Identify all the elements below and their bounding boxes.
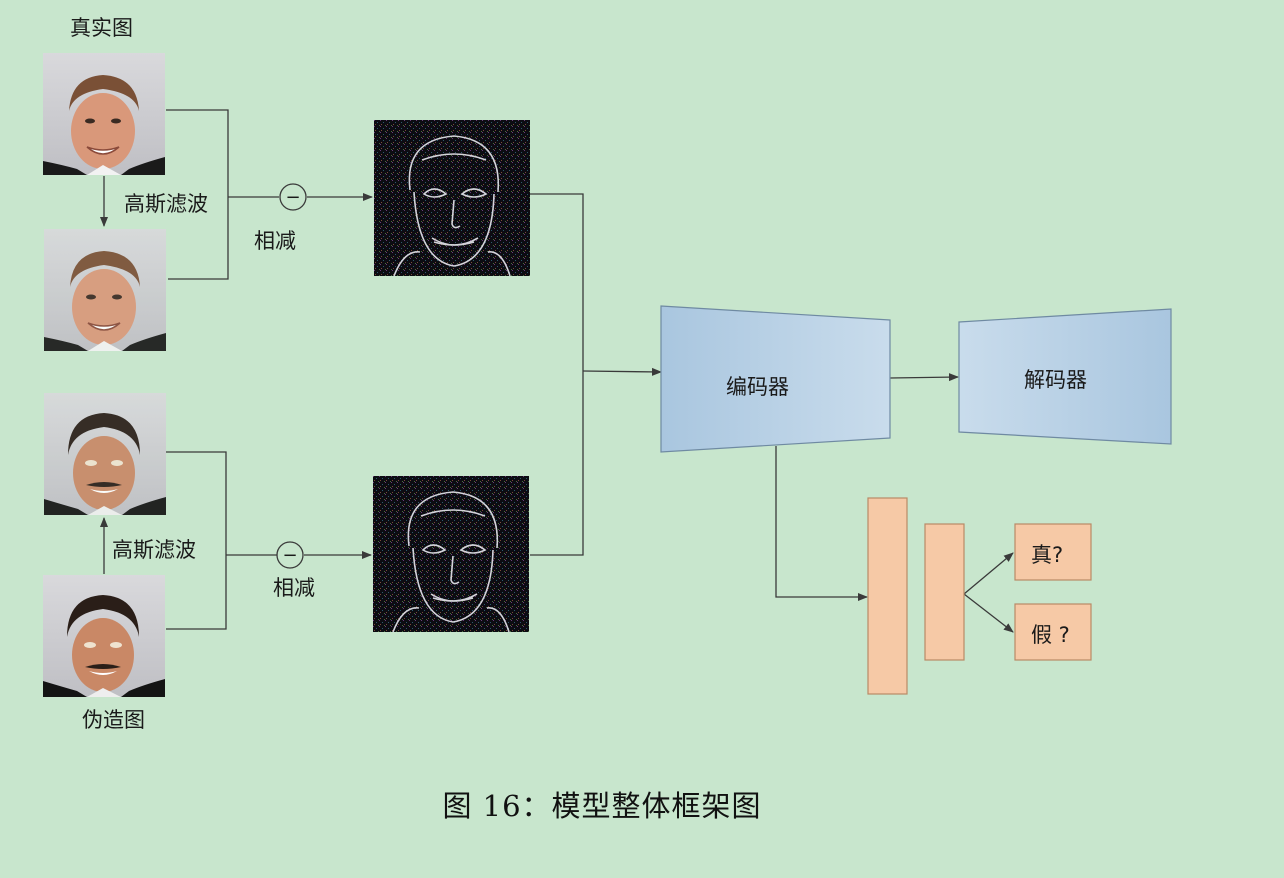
classifier-layer-1 xyxy=(867,497,908,695)
fake-question-label: 假 ? xyxy=(1031,623,1070,647)
minus-circle-icon: − xyxy=(279,183,307,211)
edge-map-bottom xyxy=(372,475,530,633)
subtract-label-bottom: 相减 xyxy=(273,576,315,600)
top-branch-connectors xyxy=(100,109,373,280)
merge-connectors xyxy=(530,193,1014,633)
decoder-block xyxy=(958,308,1172,445)
gaussian-filter-label-bottom: 高斯滤波 xyxy=(112,538,196,562)
decoder-label: 解码器 xyxy=(1024,368,1087,392)
bottom-branch-connectors xyxy=(100,451,372,630)
figure-caption: 图 16：模型整体框架图 xyxy=(442,789,762,823)
fake-image-label: 伪造图 xyxy=(82,708,145,732)
real-question-label: 真? xyxy=(1031,543,1064,567)
edge-map-top xyxy=(373,119,531,277)
classifier-layer-2 xyxy=(924,523,965,661)
real-image-label: 真实图 xyxy=(70,16,133,40)
encoder-block xyxy=(660,305,891,453)
encoder-label: 编码器 xyxy=(726,375,789,399)
subtract-label-top: 相减 xyxy=(254,229,296,253)
svg-text:−: − xyxy=(285,187,300,208)
svg-text:−: − xyxy=(282,545,297,566)
gaussian-filter-label-top: 高斯滤波 xyxy=(124,192,208,216)
real-output-box xyxy=(1014,523,1092,581)
real-face-image xyxy=(42,52,166,176)
real-face-filtered-image xyxy=(43,228,167,352)
minus-circle-icon: − xyxy=(276,541,304,569)
fake-face-image xyxy=(43,575,165,697)
fake-output-box xyxy=(1014,603,1092,661)
fake-face-filtered-image xyxy=(44,393,166,515)
